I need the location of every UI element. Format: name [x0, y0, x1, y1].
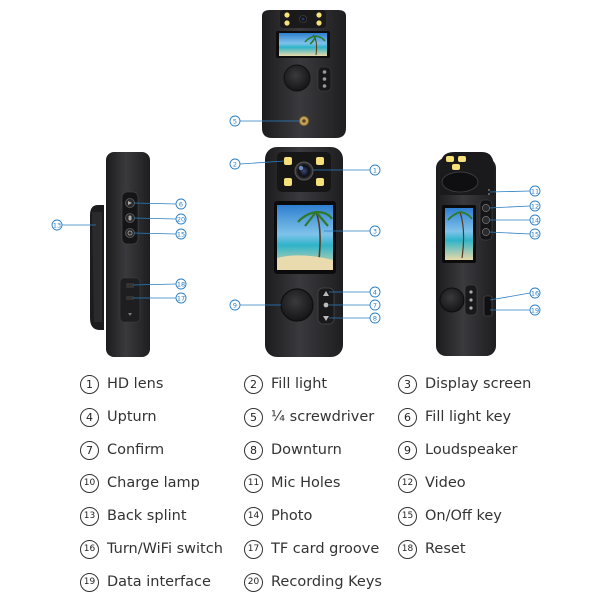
callouts: 5 2 1 3 9 4 7 8 13 6 20 15 18 17 11 12 1… — [51, 115, 541, 324]
down-arrow-icon — [323, 316, 329, 321]
leader-lines — [62, 120, 531, 319]
device-front-view — [265, 147, 343, 357]
callout-18: 18 — [175, 278, 187, 290]
confirm-dot-icon — [323, 302, 329, 308]
callout-12: 12 — [529, 200, 541, 212]
callout-11: 11 — [529, 185, 541, 197]
fill-light-leds-front — [284, 157, 324, 186]
callout-4: 4 — [369, 286, 381, 298]
svg-text:17: 17 — [177, 294, 185, 302]
callout-13: 13 — [51, 219, 63, 231]
video-icon — [482, 216, 490, 224]
callout-16: 16 — [529, 287, 541, 299]
callout-8: 8 — [369, 312, 381, 324]
svg-text:13: 13 — [53, 221, 61, 229]
svg-text:2: 2 — [233, 160, 237, 168]
svg-text:11: 11 — [531, 187, 539, 195]
svg-text:6: 6 — [179, 200, 183, 208]
svg-text:15: 15 — [177, 230, 185, 238]
fill-light-key-icon — [128, 201, 132, 205]
svg-text:9: 9 — [233, 301, 237, 309]
camera-icon — [482, 204, 490, 212]
callout-15-left: 15 — [175, 228, 187, 240]
svg-text:7: 7 — [373, 301, 377, 309]
svg-text:18: 18 — [177, 280, 185, 288]
up-arrow-icon — [323, 291, 329, 296]
svg-text:20: 20 — [177, 215, 185, 223]
callout-19: 19 — [529, 304, 541, 316]
mic-icon — [128, 215, 132, 221]
fill-light-leds-angled — [446, 156, 466, 170]
callout-5: 5 — [229, 115, 241, 127]
svg-text:14: 14 — [531, 216, 539, 224]
display-screen-angled — [445, 208, 473, 260]
callout-9: 9 — [229, 299, 241, 311]
svg-text:3: 3 — [373, 227, 377, 235]
callout-20: 20 — [175, 213, 187, 225]
svg-text:12: 12 — [531, 202, 539, 210]
callout-7: 7 — [369, 299, 381, 311]
callout-14: 14 — [529, 214, 541, 226]
callout-6: 6 — [175, 198, 187, 210]
loudspeaker — [280, 288, 314, 322]
svg-text:16: 16 — [531, 289, 539, 297]
svg-text:4: 4 — [373, 288, 377, 296]
callout-17: 17 — [175, 292, 187, 304]
hd-lens — [294, 161, 314, 181]
power-icon — [127, 230, 133, 236]
svg-text:8: 8 — [373, 314, 377, 322]
fill-light-leds-top — [284, 12, 322, 26]
device-side-view — [90, 152, 150, 357]
callout-1: 1 — [369, 164, 381, 176]
callout-15-right: 15 — [529, 228, 541, 240]
device-top-view — [262, 10, 346, 138]
device-illustration: 5 2 1 3 9 4 7 8 13 6 20 15 18 17 11 12 1… — [51, 10, 541, 357]
svg-text:15: 15 — [531, 230, 539, 238]
svg-text:1: 1 — [373, 166, 377, 174]
svg-text:5: 5 — [233, 117, 237, 125]
device-angled-view — [436, 152, 496, 356]
callout-2: 2 — [229, 158, 241, 170]
svg-text:19: 19 — [531, 306, 539, 314]
callout-3: 3 — [369, 225, 381, 237]
